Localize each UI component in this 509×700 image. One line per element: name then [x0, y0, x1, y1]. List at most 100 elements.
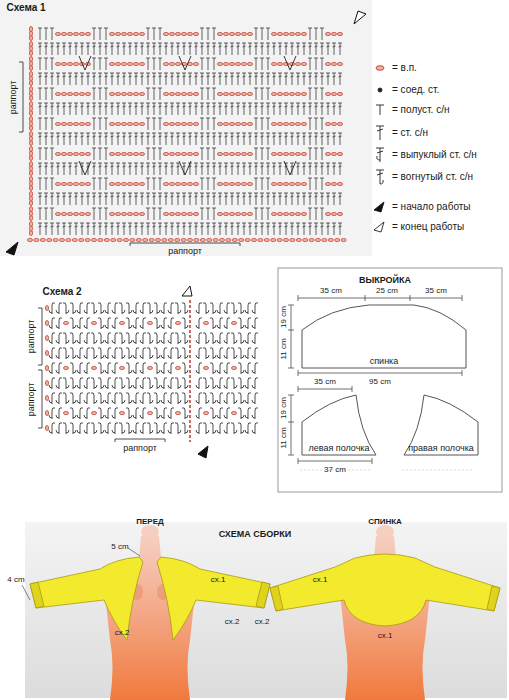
chain-oval [277, 92, 282, 95]
stitch-stroke [116, 193, 120, 205]
stitch-stroke [140, 423, 146, 434]
stitch-stroke [196, 423, 202, 434]
chain-oval [139, 62, 144, 65]
stitch-stroke [236, 133, 240, 145]
stitch-stroke [134, 163, 138, 175]
stitch-stroke [161, 408, 167, 419]
stitch-stroke [296, 163, 300, 175]
stitch-stroke [161, 333, 167, 344]
stitch-stroke [242, 43, 246, 55]
stitch-stroke [126, 408, 132, 419]
stitch-stroke [210, 363, 216, 374]
stitch-stroke [68, 103, 72, 115]
stitch-stroke [332, 223, 336, 235]
stitch-stroke [104, 118, 108, 130]
chain-oval [193, 122, 198, 125]
chain-oval [241, 62, 246, 65]
stitch-stroke [236, 43, 240, 55]
stitch-stroke [56, 423, 62, 434]
stitch-stroke [266, 118, 270, 130]
stitch-stroke [152, 58, 156, 70]
stitch-stroke [248, 163, 252, 175]
stitch-stroke [105, 303, 111, 314]
stitch-stroke [74, 103, 78, 115]
stitch-stroke [98, 378, 104, 389]
chain-oval [235, 92, 240, 95]
chain-oval [289, 152, 294, 155]
stitch-stroke [254, 28, 258, 40]
stitch-stroke [70, 348, 76, 359]
chain-oval [187, 152, 192, 155]
stitch-stroke [224, 333, 230, 344]
stitch-stroke [206, 118, 210, 130]
stitch-stroke [126, 333, 132, 344]
chain-oval [45, 410, 48, 415]
chain-oval [217, 122, 222, 125]
stitch-stroke [332, 43, 336, 55]
chain-oval [203, 411, 208, 414]
stitch-stroke [224, 303, 230, 314]
stitch-stroke [296, 193, 300, 205]
stitch-stroke [62, 43, 66, 55]
chain-oval [175, 212, 180, 215]
chain-oval [229, 32, 234, 35]
stitch-stroke [158, 73, 162, 85]
chain-oval [109, 92, 114, 95]
stitch-stroke [158, 163, 162, 175]
chain-oval [169, 122, 174, 125]
chain-oval [241, 122, 246, 125]
stitch-stroke [230, 133, 234, 145]
stitch-stroke [230, 223, 234, 235]
chain-oval [331, 92, 336, 95]
stitch-stroke [224, 193, 228, 205]
chain-oval [127, 182, 132, 185]
chain-oval [104, 238, 109, 241]
label: Схема 2 [42, 287, 81, 297]
stitch-stroke [170, 193, 174, 205]
stitch-stroke [56, 133, 60, 145]
stitch-stroke [182, 393, 188, 404]
stitch-stroke [77, 363, 83, 374]
stitch-stroke [91, 378, 97, 389]
stitch-stroke [252, 333, 258, 344]
chain-oval [277, 32, 282, 35]
chain-oval [133, 152, 138, 155]
stitch-stroke [194, 223, 198, 235]
chain-oval [45, 335, 48, 340]
stitch-stroke [308, 103, 312, 115]
dimension-mark [22, 548, 140, 600]
stitch-stroke [194, 163, 198, 175]
stitch-stroke [49, 423, 55, 434]
chain-oval [193, 32, 198, 35]
chain-oval [203, 321, 208, 324]
chain-oval [181, 212, 186, 215]
stitch-stroke [182, 423, 188, 434]
stitch-stroke [154, 303, 160, 314]
chain-oval [271, 32, 276, 35]
stitch-stroke [236, 193, 240, 205]
stitch-stroke [63, 393, 69, 404]
stitch-stroke [49, 348, 55, 359]
chain-oval [29, 86, 32, 91]
legend-text: = полуст. с/н [392, 105, 449, 115]
stitch-stroke [242, 133, 246, 145]
chain-oval [115, 152, 120, 155]
stitch-stroke [224, 423, 230, 434]
stitch-stroke [140, 333, 146, 344]
stitch-stroke [152, 133, 156, 145]
stitch-stroke [182, 318, 188, 329]
stitch-stroke [200, 178, 204, 190]
stitch-stroke [175, 423, 181, 434]
stitch-stroke [152, 73, 156, 85]
stitch-stroke [98, 333, 104, 344]
stitch-stroke [252, 363, 258, 374]
stitch-stroke [326, 73, 330, 85]
stitch-stroke [79, 161, 91, 175]
stitch-stroke [260, 88, 264, 100]
stitch-stroke [212, 118, 216, 130]
chain-oval [258, 238, 263, 241]
chain-oval [67, 182, 72, 185]
chain-oval [247, 212, 252, 215]
stitch-stroke [252, 318, 258, 329]
stitch-stroke [302, 133, 306, 145]
